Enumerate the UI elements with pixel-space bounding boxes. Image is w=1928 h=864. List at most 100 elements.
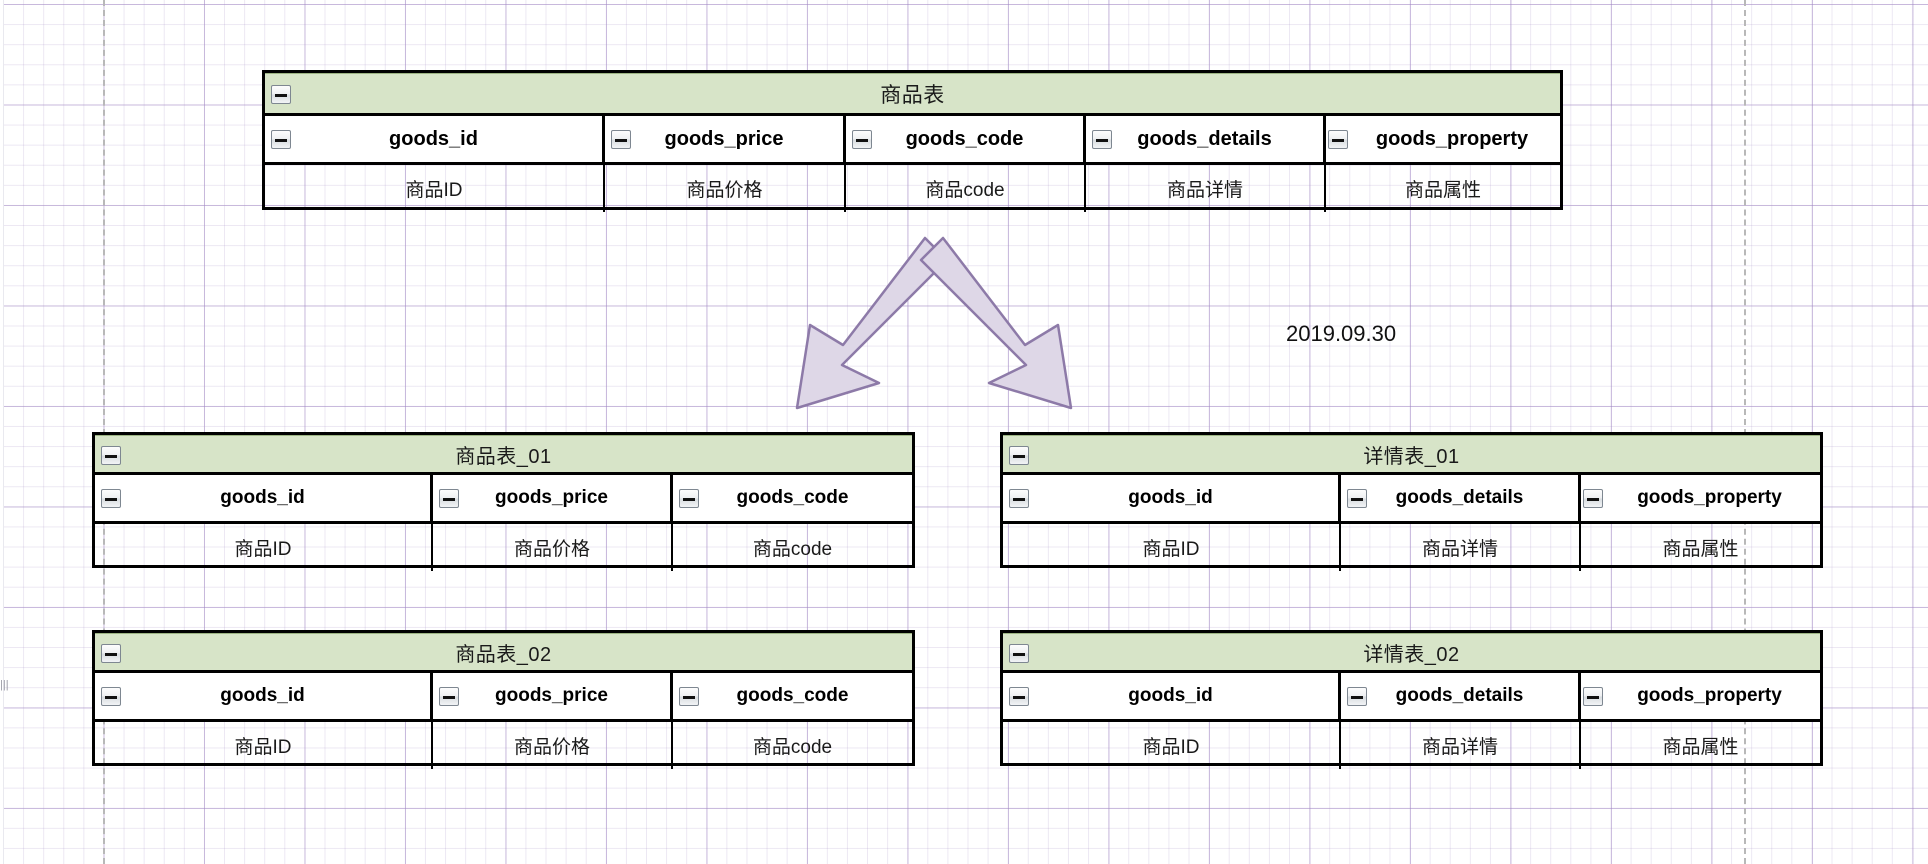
column-label: goods_details bbox=[1137, 127, 1272, 150]
value-text: 商品属性 bbox=[1404, 180, 1481, 201]
value-cell: 商品价格 bbox=[605, 165, 846, 212]
table-value-row: 商品ID 商品价格 商品code bbox=[95, 524, 912, 571]
value-text: 商品ID bbox=[234, 737, 292, 758]
column-header-goods_property[interactable]: goods_property bbox=[1326, 116, 1560, 162]
table-title-row: 商品表 bbox=[265, 73, 1560, 116]
table-title: 商品表_01 bbox=[455, 445, 552, 468]
entity-table-goods-02[interactable]: 商品表_02 goods_id goods_price goods_code 商… bbox=[92, 630, 915, 769]
table-column-header-row: goods_id goods_details goods_property bbox=[1003, 673, 1820, 722]
collapse-minus-icon[interactable] bbox=[679, 489, 699, 508]
value-text: 商品code bbox=[752, 737, 833, 758]
table-title: 商品表 bbox=[880, 83, 945, 107]
collapse-minus-icon[interactable] bbox=[852, 130, 872, 149]
collapse-minus-icon[interactable] bbox=[1347, 687, 1367, 706]
value-cell: 商品ID bbox=[265, 165, 605, 212]
value-cell: 商品详情 bbox=[1341, 524, 1581, 571]
column-header-goods_code[interactable]: goods_code bbox=[673, 673, 912, 719]
column-header-goods_code[interactable]: goods_code bbox=[846, 116, 1086, 162]
collapse-minus-icon[interactable] bbox=[1009, 489, 1029, 508]
value-text: 商品详情 bbox=[1421, 539, 1498, 560]
collapse-minus-icon[interactable] bbox=[101, 687, 121, 706]
column-label: goods_id bbox=[1128, 685, 1213, 706]
column-header-goods_price[interactable]: goods_price bbox=[433, 673, 673, 719]
value-text: 商品属性 bbox=[1662, 737, 1739, 758]
column-label: goods_id bbox=[389, 127, 478, 150]
table-title: 商品表_02 bbox=[455, 643, 552, 666]
column-label: goods_id bbox=[220, 685, 305, 706]
collapse-minus-icon[interactable] bbox=[1328, 130, 1348, 149]
entity-table-goods-01[interactable]: 商品表_01 goods_id goods_price goods_code 商… bbox=[92, 432, 915, 571]
collapse-minus-icon[interactable] bbox=[271, 130, 291, 149]
column-label: goods_price bbox=[664, 127, 784, 150]
annotation-date: 2019.09.30 bbox=[1286, 321, 1397, 346]
value-cell: 商品code bbox=[673, 722, 912, 769]
value-text: 商品详情 bbox=[1421, 737, 1498, 758]
collapse-minus-icon[interactable] bbox=[439, 489, 459, 508]
value-cell: 商品详情 bbox=[1086, 165, 1326, 212]
column-header-goods_details[interactable]: goods_details bbox=[1086, 116, 1326, 162]
column-header-goods_details[interactable]: goods_details bbox=[1341, 475, 1581, 521]
table-column-header-row: goods_id goods_price goods_code bbox=[95, 673, 912, 722]
value-text: 商品属性 bbox=[1662, 539, 1739, 560]
value-cell: 商品属性 bbox=[1581, 722, 1820, 769]
value-text: 商品code bbox=[752, 539, 833, 560]
table-column-header-row: goods_id goods_details goods_property bbox=[1003, 475, 1820, 524]
value-cell: 商品code bbox=[673, 524, 912, 571]
collapse-minus-icon[interactable] bbox=[611, 130, 631, 149]
value-cell: 商品属性 bbox=[1326, 165, 1560, 212]
column-header-goods_id[interactable]: goods_id bbox=[95, 475, 433, 521]
column-header-goods_id[interactable]: goods_id bbox=[1003, 475, 1341, 521]
column-label: goods_price bbox=[495, 685, 608, 706]
column-header-goods_details[interactable]: goods_details bbox=[1341, 673, 1581, 719]
ruler-mark: ||| bbox=[0, 679, 9, 691]
table-column-header-row: goods_id goods_price goods_code bbox=[95, 475, 912, 524]
collapse-minus-icon[interactable] bbox=[101, 644, 121, 663]
collapse-minus-icon[interactable] bbox=[1347, 489, 1367, 508]
collapse-minus-icon[interactable] bbox=[439, 687, 459, 706]
table-column-header-row: goods_id goods_price goods_code goods_de… bbox=[265, 116, 1560, 165]
value-cell: 商品价格 bbox=[433, 722, 673, 769]
value-cell: 商品ID bbox=[95, 722, 433, 769]
table-title-row: 详情表_02 bbox=[1003, 633, 1820, 673]
column-header-goods_id[interactable]: goods_id bbox=[95, 673, 433, 719]
value-cell: 商品ID bbox=[1003, 524, 1341, 571]
table-value-row: 商品ID 商品详情 商品属性 bbox=[1003, 524, 1820, 571]
collapse-minus-icon[interactable] bbox=[101, 446, 121, 465]
collapse-minus-icon[interactable] bbox=[1009, 644, 1029, 663]
table-value-row: 商品ID 商品详情 商品属性 bbox=[1003, 722, 1820, 769]
column-header-goods_price[interactable]: goods_price bbox=[605, 116, 846, 162]
column-label: goods_details bbox=[1395, 487, 1524, 508]
collapse-minus-icon[interactable] bbox=[271, 85, 291, 104]
value-text: 商品ID bbox=[1142, 737, 1200, 758]
column-label: goods_details bbox=[1395, 685, 1524, 706]
collapse-minus-icon[interactable] bbox=[1009, 687, 1029, 706]
value-text: 商品详情 bbox=[1166, 180, 1243, 201]
column-header-goods_code[interactable]: goods_code bbox=[673, 475, 912, 521]
collapse-minus-icon[interactable] bbox=[101, 489, 121, 508]
arrow-to-goods-split bbox=[795, 236, 949, 410]
collapse-minus-icon[interactable] bbox=[1092, 130, 1112, 149]
column-header-goods_id[interactable]: goods_id bbox=[265, 116, 605, 162]
collapse-minus-icon[interactable] bbox=[679, 687, 699, 706]
value-text: 商品价格 bbox=[686, 180, 763, 201]
column-header-goods_property[interactable]: goods_property bbox=[1581, 673, 1820, 719]
collapse-minus-icon[interactable] bbox=[1583, 687, 1603, 706]
entity-table-goods[interactable]: 商品表 goods_id goods_price goods_code good… bbox=[262, 70, 1563, 212]
column-header-goods_price[interactable]: goods_price bbox=[433, 475, 673, 521]
column-label: goods_code bbox=[736, 487, 849, 508]
entity-table-details-02[interactable]: 详情表_02 goods_id goods_details goods_prop… bbox=[1000, 630, 1823, 769]
collapse-minus-icon[interactable] bbox=[1009, 446, 1029, 465]
column-label: goods_code bbox=[736, 685, 849, 706]
column-header-goods_property[interactable]: goods_property bbox=[1581, 475, 1820, 521]
value-text: 商品ID bbox=[234, 539, 292, 560]
column-header-goods_id[interactable]: goods_id bbox=[1003, 673, 1341, 719]
column-label: goods_price bbox=[495, 487, 608, 508]
collapse-minus-icon[interactable] bbox=[1583, 489, 1603, 508]
table-title: 详情表_02 bbox=[1363, 643, 1460, 666]
table-title-row: 详情表_01 bbox=[1003, 435, 1820, 475]
canvas-left-edge bbox=[0, 0, 4, 864]
value-text: 商品ID bbox=[1142, 539, 1200, 560]
table-title: 详情表_01 bbox=[1363, 445, 1460, 468]
column-label: goods_id bbox=[220, 487, 305, 508]
entity-table-details-01[interactable]: 详情表_01 goods_id goods_details goods_prop… bbox=[1000, 432, 1823, 571]
